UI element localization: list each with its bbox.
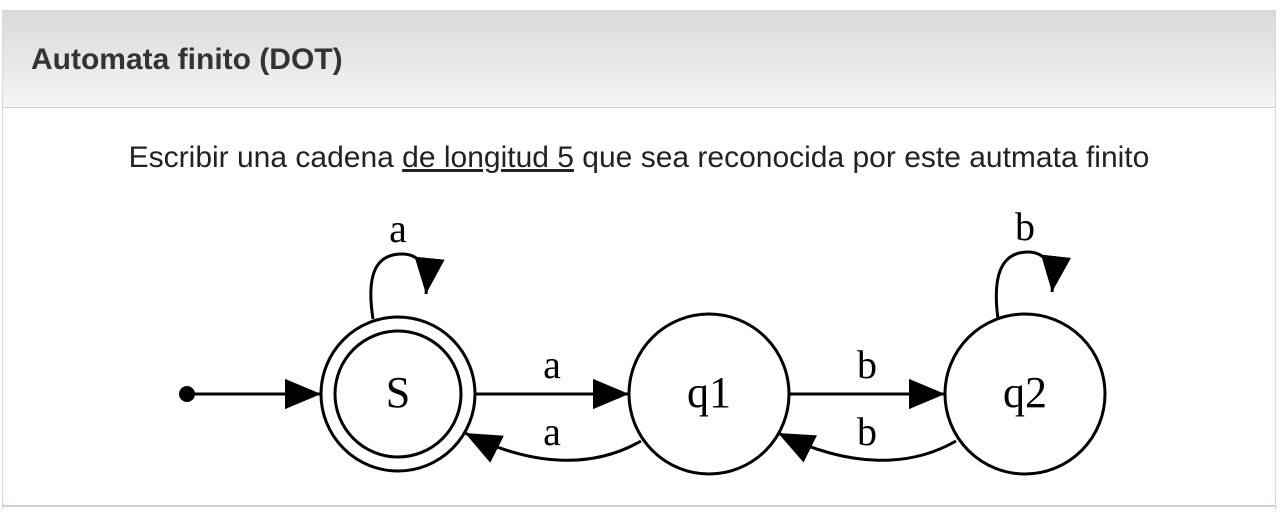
state-q1: q1: [627, 312, 791, 476]
edge-q1-s: [464, 431, 642, 463]
automaton-svg: S q1 q2 a a: [179, 204, 1107, 476]
edge-q2-q2: [994, 250, 1071, 320]
panel-title: Automata finito (DOT): [31, 43, 343, 76]
automaton-diagram: S q1 q2 a a: [166, 194, 1116, 486]
state-s: S: [319, 315, 477, 473]
question-panel: Automata finito (DOT) Escribir una caden…: [2, 10, 1276, 510]
state-q2-label: q2: [1003, 368, 1047, 417]
question-text: Escribir una cadena de longitud 5 que se…: [3, 138, 1275, 178]
edge-s-s-label: a: [389, 206, 407, 251]
question-text-underlined: de longitud 5: [402, 141, 574, 174]
panel-bottom-border: [2, 505, 1276, 507]
question-text-after: que sea reconocida por este autmata fini…: [573, 141, 1150, 174]
state-q2: q2: [943, 312, 1107, 476]
state-s-inner-circle: [333, 329, 463, 459]
edge-q1-s-label: a: [543, 409, 561, 454]
edge-q1-q2-label: b: [857, 342, 877, 387]
state-s-label: S: [386, 368, 410, 417]
question-text-before: Escribir una cadena: [128, 141, 403, 174]
panel-header: Automata finito (DOT): [3, 11, 1275, 108]
edge-q2-q1-label: b: [857, 409, 877, 454]
edge-q2-q1: [777, 431, 957, 463]
state-q1-label: q1: [687, 368, 731, 417]
edge-q2-q2-label: b: [1015, 204, 1035, 249]
edge-s-s: [369, 252, 445, 320]
edge-s-q1-label: a: [543, 342, 561, 387]
